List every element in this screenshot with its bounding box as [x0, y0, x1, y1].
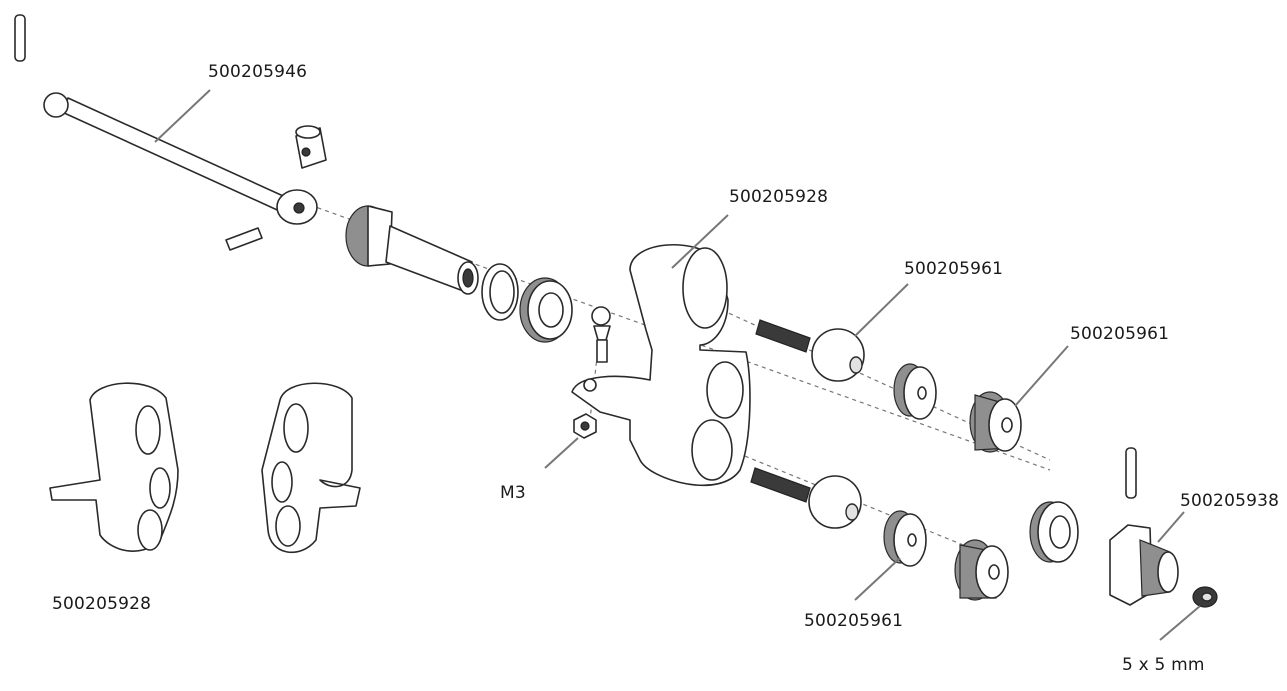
upper-insert — [969, 391, 1022, 453]
hub-pin — [1125, 447, 1137, 499]
label-hex-hub: 500205938 — [1180, 491, 1280, 511]
bearing-inner — [519, 277, 573, 343]
bearing-outer — [1029, 501, 1079, 563]
label-ball-stud-nut: 500205961 — [1070, 324, 1170, 344]
cross-pin — [225, 227, 263, 251]
label-m3-nut: M3 — [500, 483, 526, 503]
m3-nut — [573, 413, 597, 439]
label-ball-stud-bottom: 500205961 — [804, 611, 904, 631]
driveshaft-part — [43, 92, 318, 225]
leader-stud-top — [854, 283, 909, 337]
label-ball-stud-top: 500205961 — [904, 259, 1004, 279]
leader-hub — [1157, 511, 1185, 543]
upper-washer — [893, 363, 937, 420]
leader-knuckle-top — [671, 214, 729, 269]
lower-insert — [954, 539, 1009, 601]
axle-cup — [345, 205, 479, 295]
set-screw — [1192, 586, 1218, 608]
leader-set-screw — [1159, 605, 1201, 641]
hex-hub — [1109, 524, 1179, 606]
knuckle-left — [49, 382, 179, 552]
main-knuckle — [571, 244, 751, 486]
shim-ring — [481, 263, 519, 321]
knuckle-right — [261, 382, 361, 554]
leader-m3 — [544, 437, 579, 469]
lower-washer — [883, 510, 927, 567]
label-knuckle-top: 500205928 — [729, 187, 829, 207]
label-driveshaft: 500205946 — [208, 62, 308, 82]
small-ball-stud — [591, 306, 611, 363]
pin-top-left — [14, 14, 26, 62]
axis-lower-stud — [729, 449, 1001, 561]
upper-ball-stud — [755, 319, 865, 382]
collar-part — [295, 125, 327, 169]
label-set-screw: 5 x 5 mm — [1122, 655, 1205, 675]
lower-ball-stud — [750, 467, 862, 529]
leader-stud-bottom — [854, 557, 901, 601]
label-knuckle-pair: 500205928 — [52, 594, 152, 614]
leader-stud-nut — [1014, 345, 1069, 407]
leader-driveshaft — [154, 89, 211, 143]
